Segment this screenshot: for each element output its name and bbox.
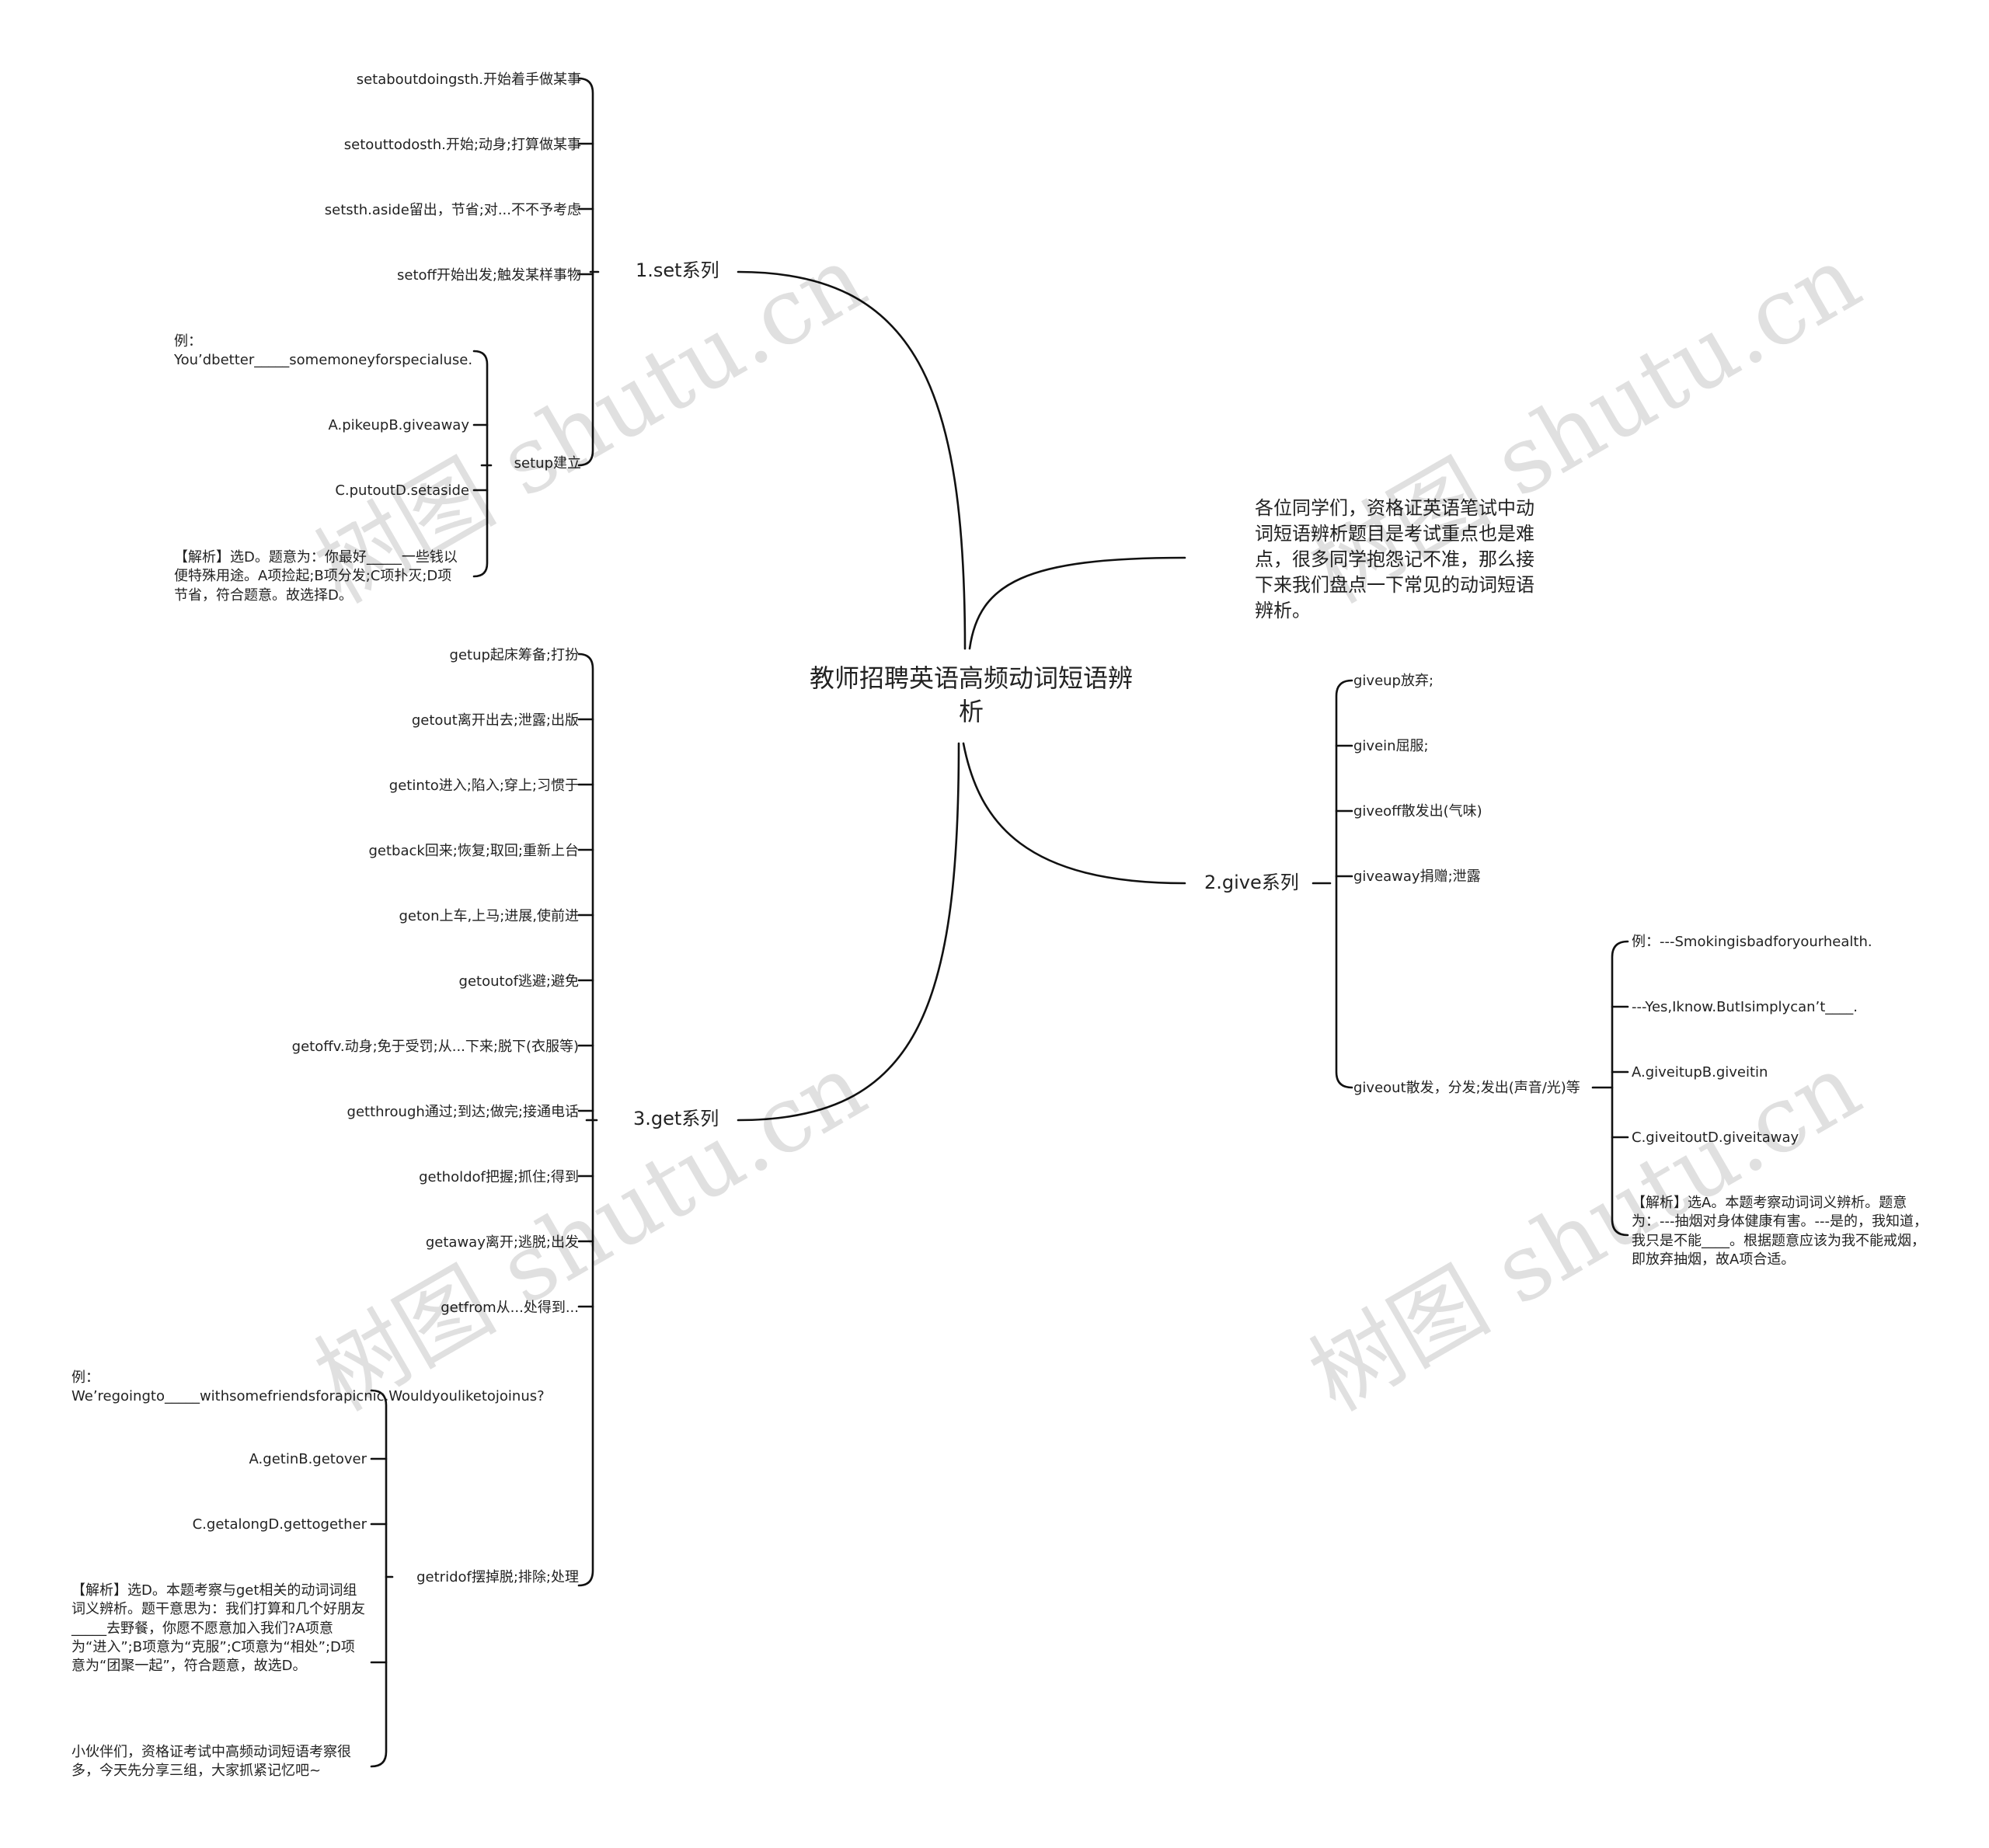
get-item-geton[interactable]: geton上车,上马;进展,使前进: [399, 908, 580, 924]
setup-example: 例：You’dbetter_____somemoneyforspecialuse…: [174, 333, 473, 369]
set-item-setout[interactable]: setouttodosth.开始;动身;打算做某事: [343, 137, 581, 153]
branch-get[interactable]: 3.get系列: [633, 1108, 719, 1129]
get-item-getaway[interactable]: getaway离开;逃脱;出发: [425, 1234, 579, 1251]
intro-text: 各位同学们，资格证英语笔试中动词短语辨析题目是考试重点也是难点，很多同学抱怨记不…: [1255, 497, 1534, 622]
get-item-getinto[interactable]: getinto进入;陷入;穿上;习惯于: [388, 778, 579, 794]
set-item-setaside[interactable]: setsth.aside留出，节省;对...不不予考虑: [324, 202, 581, 218]
give-item-giveaway[interactable]: giveaway捐赠;泄露: [1353, 868, 1481, 885]
set-item-setoff[interactable]: setoff开始出发;触发某样事物: [397, 267, 581, 284]
giveout-option-ab: A.giveitupB.giveitin: [1632, 1064, 1768, 1081]
bracket-set: [577, 77, 594, 467]
edge-root-get: [737, 742, 960, 1122]
give-item-givein[interactable]: givein屈服;: [1353, 738, 1429, 754]
getridof-option-cd: C.getalongD.gettogether: [192, 1516, 367, 1533]
setup-option-ab: A.pikeupB.giveaway: [328, 417, 470, 433]
giveout-example-1: 例：---Smokingisbadforyourhealth.: [1632, 934, 1872, 950]
branch-give[interactable]: 2.give系列: [1204, 872, 1299, 893]
bracket-getridof: [370, 1389, 388, 1768]
giveout-analysis: 【解析】选A。本题考察动词词义辨析。题意为：---抽烟对身体健康有害。---是的…: [1632, 1195, 1928, 1268]
give-item-giveup[interactable]: giveup放弃;: [1353, 673, 1434, 689]
giveout-option-cd: C.giveitoutD.giveitaway: [1632, 1129, 1799, 1146]
root-topic[interactable]: 教师招聘英语高频动词短语辨析: [809, 663, 1133, 727]
edge-root-give: [962, 742, 1186, 885]
setup-analysis: 【解析】选D。题意为：你最好_____一些钱以便特殊用途。A项捡起;B项分发;C…: [174, 549, 458, 604]
get-item-getridof[interactable]: getridof摆掉脱;排除;处理: [416, 1569, 579, 1585]
give-item-giveout[interactable]: giveout散发，分发;发出(声音/光)等: [1353, 1080, 1580, 1096]
bracket-get: [577, 653, 594, 1587]
get-item-getthrough[interactable]: getthrough通过;到达;做完;接通电话: [347, 1104, 579, 1120]
edge-root-set: [737, 270, 967, 650]
set-item-setup[interactable]: setup建立: [514, 455, 581, 472]
get-item-getout[interactable]: getout离开出去;泄露;出版: [411, 712, 579, 729]
get-item-getfrom[interactable]: getfrom从...处得到...: [441, 1300, 579, 1316]
bracket-setup: [472, 350, 489, 578]
set-item-setabout[interactable]: setaboutdoingsth.开始着手做某事: [356, 71, 581, 88]
get-item-getback[interactable]: getback回来;恢复;取回;重新上台: [368, 843, 579, 859]
give-item-giveoff[interactable]: giveoff散发出(气味): [1353, 803, 1482, 820]
edge-root-intro: [968, 556, 1186, 650]
get-item-getup[interactable]: getup起床筹备;打扮: [449, 647, 579, 663]
giveout-example-2: ---Yes,Iknow.ButIsimplycan’t____.: [1632, 999, 1858, 1015]
getridof-analysis: 【解析】选D。本题考察与get相关的动词词组词义辨析。题干意思为：我们打算和几个…: [71, 1582, 365, 1675]
bracket-give: [1335, 679, 1353, 1089]
bracket-giveout: [1611, 940, 1629, 1237]
get-item-getoff[interactable]: getoffv.动身;免于受罚;从...下来;脱下(衣服等): [291, 1039, 579, 1055]
get-item-getholdof[interactable]: getholdof把握;抓住;得到: [419, 1169, 579, 1185]
setup-option-cd: C.putoutD.setaside: [335, 482, 469, 499]
closing-note: 小伙伴们，资格证考试中高频动词短语考察很多，今天先分享三组，大家抓紧记忆吧~: [71, 1744, 351, 1780]
branch-set[interactable]: 1.set系列: [636, 259, 719, 281]
getridof-example: 例：We’regoingto_____withsomefriendsforapi…: [71, 1369, 545, 1405]
getridof-option-ab: A.getinB.getover: [249, 1451, 367, 1467]
get-item-getoutof[interactable]: getoutof逃避;避免: [458, 973, 579, 990]
